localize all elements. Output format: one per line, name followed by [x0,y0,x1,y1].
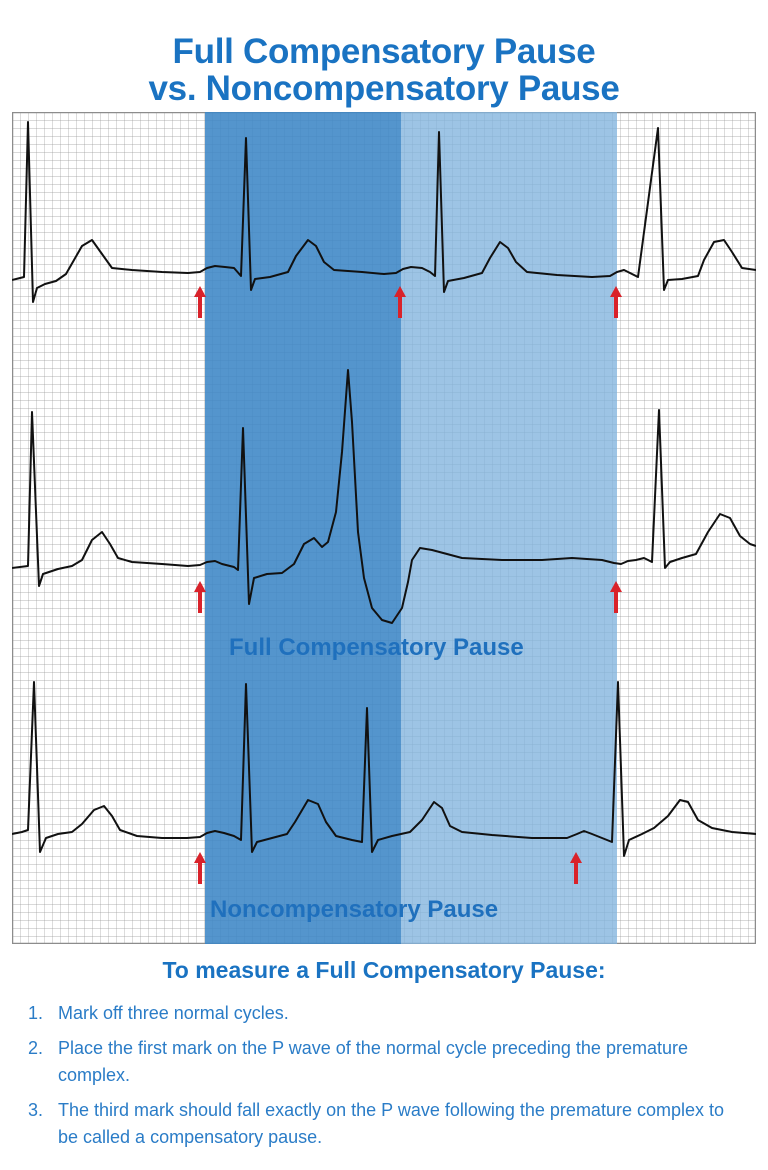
noncompensatory-pause-label: Noncompensatory Pause [210,896,499,923]
instruction-step: 3. The third mark should fall exactly on… [28,1097,748,1151]
ecg-trace-top [12,121,756,303]
ecg-trace-bottom [12,681,756,857]
full-compensatory-pause-label: Full Compensatory Pause [229,634,524,661]
instruction-step: 2. Place the first mark on the P wave of… [28,1035,748,1089]
step-text: The third mark should fall exactly on th… [58,1100,724,1147]
instruction-step: 1. Mark off three normal cycles. [28,1000,748,1027]
page-title-line-2: vs. Noncompensatory Pause [148,69,620,108]
ecg-diagram [12,112,756,944]
step-number: 2. [28,1038,44,1058]
shade-first-cycle [205,112,401,944]
page-title-line-1: Full Compensatory Pause [172,32,596,71]
shade-second-cycle [401,112,617,944]
ecg-trace-middle [12,369,756,624]
instructions-list: 1. Mark off three normal cycles. 2. Plac… [28,1000,748,1159]
step-number: 3. [28,1100,44,1120]
step-number: 1. [28,1003,44,1023]
step-text: Mark off three normal cycles. [58,1003,289,1023]
step-text: Place the first mark on the P wave of th… [58,1038,688,1085]
instructions-heading: To measure a Full Compensatory Pause: [162,957,606,983]
